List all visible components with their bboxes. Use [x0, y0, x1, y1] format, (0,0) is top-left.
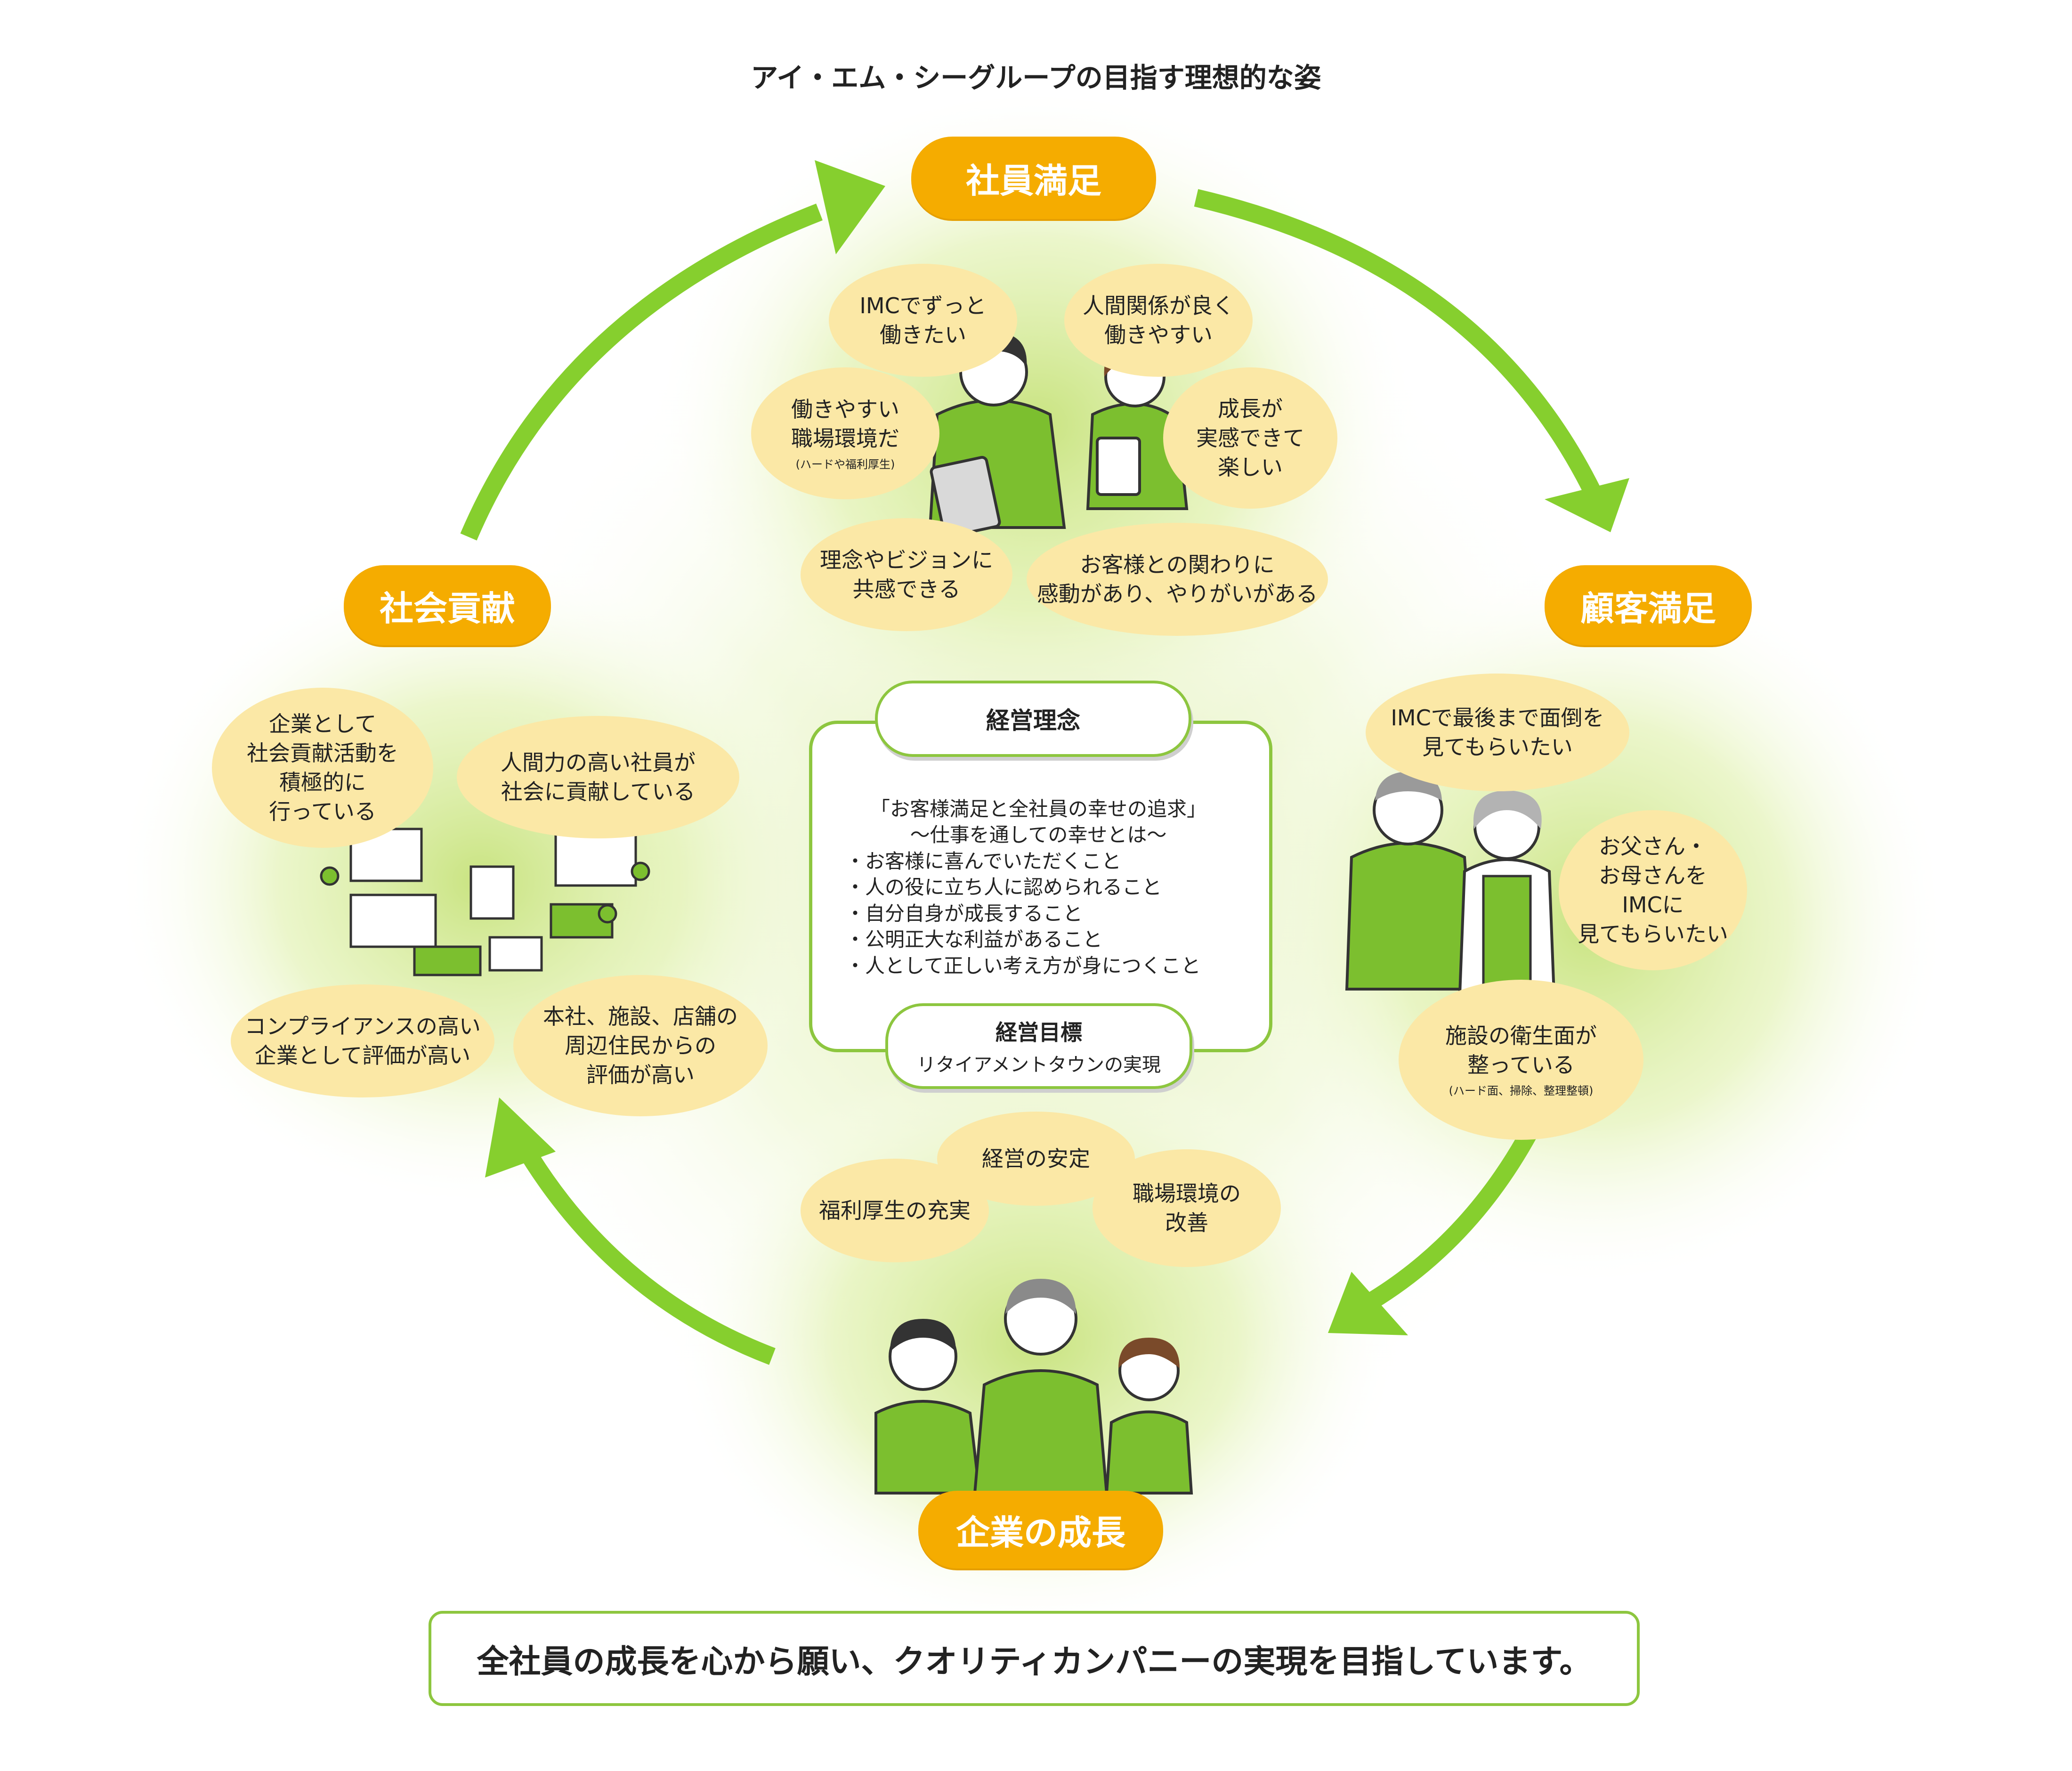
- bubble-line: 評価が高い: [586, 1062, 695, 1088]
- bubble-line: コンプライアンスの高い: [244, 1013, 481, 1039]
- bubble-line: IMCで最後まで面倒を: [1391, 705, 1604, 731]
- bubble-customer-3: 施設の衛生面が 整っている (ハード面、掃除、整理整頓): [1399, 980, 1643, 1140]
- philosophy-line: ・人の役に立ち人に認められること: [845, 876, 1162, 899]
- philosophy-line: ・公明正大な利益があること: [845, 928, 1103, 951]
- stage-social-contribution: 社会貢献: [344, 565, 551, 645]
- stage-employee-satisfaction: 社員満足: [911, 137, 1156, 219]
- bubble-line: 福利厚生の充実: [819, 1197, 971, 1223]
- bubble-social-1: 企業として 社会貢献活動を 積極的に 行っている: [212, 688, 433, 848]
- bubble-employee-4: 成長が 実感できて 楽しい: [1163, 367, 1337, 509]
- bubble-line: 施設の衛生面が: [1445, 1023, 1597, 1048]
- stage-customer-satisfaction: 顧客満足: [1545, 565, 1752, 645]
- bubble-line: 理念やビジョンに: [820, 547, 993, 573]
- philosophy-line: 「お客様満足と全社員の幸せの追求」: [870, 797, 1206, 821]
- bubble-line: 働きたい: [880, 322, 966, 348]
- cycle-arrows: [460, 189, 1600, 1365]
- bubble-note: (ハードや福利厚生): [795, 457, 895, 471]
- bubble-line: 成長が: [1218, 396, 1283, 422]
- bubble-social-2: 人間力の高い社員が 社会に貢献している: [457, 716, 739, 838]
- bubble-line: 感動があり、やりがいがある: [1036, 581, 1318, 607]
- philosophy-line: ・お客様に喜んでいただくこと: [845, 849, 1121, 873]
- philosophy-line: ・人として正しい考え方が身につくこと: [845, 954, 1201, 977]
- bubble-line: 経営の安定: [982, 1145, 1090, 1171]
- bubble-line: 働きやすい: [1104, 322, 1213, 348]
- city-illustration: [320, 828, 650, 976]
- philosophy-tag: 経営理念: [875, 681, 1191, 757]
- bubble-line: 社会に貢献している: [501, 779, 696, 804]
- stage-company-growth: 企業の成長: [918, 1491, 1163, 1568]
- bubble-line: 企業として評価が高い: [254, 1043, 471, 1068]
- bubble-employee-1: IMCでずっと 働きたい: [829, 264, 1017, 377]
- bubble-note: (ハード面、掃除、整理整頓): [1449, 1084, 1594, 1097]
- bubble-line: 企業として: [268, 711, 377, 737]
- bubble-line: 行っている: [269, 799, 376, 825]
- bubble-line: 職場環境だ: [791, 425, 899, 451]
- bubble-line: 積極的に: [279, 770, 366, 795]
- bubble-line: お母さんを: [1599, 862, 1707, 888]
- bubble-line: IMCでずっと: [859, 292, 987, 318]
- bubble-employee-6: お客様との関わりに 感動があり、やりがいがある: [1027, 523, 1328, 636]
- bubble-line: 改善: [1165, 1210, 1208, 1235]
- page-title: アイ・エム・シーグループの目指す理想的な姿: [751, 62, 1321, 94]
- bubble-line: お父さん・: [1599, 833, 1707, 859]
- bubble-line: 本社、施設、店舗の: [543, 1003, 738, 1029]
- bubble-line: 見てもらいたい: [1422, 734, 1573, 760]
- bubble-line: 周辺住民からの: [565, 1032, 716, 1058]
- bubble-line: 社会貢献活動を: [247, 740, 398, 766]
- executives-illustration: [874, 1279, 1193, 1495]
- bubble-employee-2: 人間関係が良く 働きやすい: [1064, 264, 1253, 377]
- philosophy-text: 「お客様満足と全社員の幸せの追求」 〜仕事を通しての幸せとは〜 ・お客様に喜んで…: [836, 796, 1241, 979]
- bubble-growth-2: 福利厚生の充実: [801, 1159, 989, 1262]
- bubble-line: 実感できて: [1196, 425, 1304, 451]
- arrow-heads: [485, 160, 1629, 1335]
- bubble-line: 人間関係が良く: [1083, 292, 1234, 318]
- goal-tag: 経営目標 リタイアメントタウンの実現: [885, 1003, 1192, 1089]
- bubble-growth-3: 職場環境の 改善: [1093, 1149, 1281, 1267]
- bubble-customer-1: IMCで最後まで面倒を 見てもらいたい: [1366, 674, 1629, 791]
- seniors-illustration: [1345, 772, 1556, 995]
- bubble-line: 見てもらいたい: [1578, 921, 1728, 947]
- bubble-social-3: コンプライアンスの高い 企業として評価が高い: [231, 984, 494, 1097]
- philosophy-line: 〜仕事を通しての幸せとは〜: [910, 823, 1167, 847]
- bubble-line: 人間力の高い社員が: [501, 749, 696, 775]
- bubble-line: 楽しい: [1218, 455, 1283, 480]
- bubble-line: 職場環境の: [1133, 1180, 1241, 1206]
- philosophy-line: ・自分自身が成長すること: [845, 902, 1083, 925]
- bubble-employee-3: 働きやすい 職場環境だ (ハードや福利厚生): [751, 367, 939, 499]
- bubble-line: お客様との関わりに: [1080, 552, 1275, 577]
- mission-banner: 全社員の成長を心から願い、クオリティカンパニーの実現を目指しています。: [429, 1611, 1640, 1706]
- bubble-line: 整っている: [1467, 1052, 1575, 1078]
- bubble-employee-5: 理念やビジョンに 共感できる: [801, 518, 1012, 631]
- goal-text: リタイアメントタウンの実現: [917, 1054, 1161, 1076]
- bubble-social-4: 本社、施設、店舗の 周辺住民からの 評価が高い: [513, 975, 768, 1116]
- bubble-customer-2: お父さん・ お母さんを IMCに 見てもらいたい: [1559, 810, 1747, 970]
- bubble-line: 共感できる: [852, 577, 961, 602]
- goal-label: 経営目標: [996, 1020, 1082, 1045]
- bubble-line: 働きやすい: [791, 396, 899, 422]
- bubble-line: IMCに: [1622, 892, 1684, 918]
